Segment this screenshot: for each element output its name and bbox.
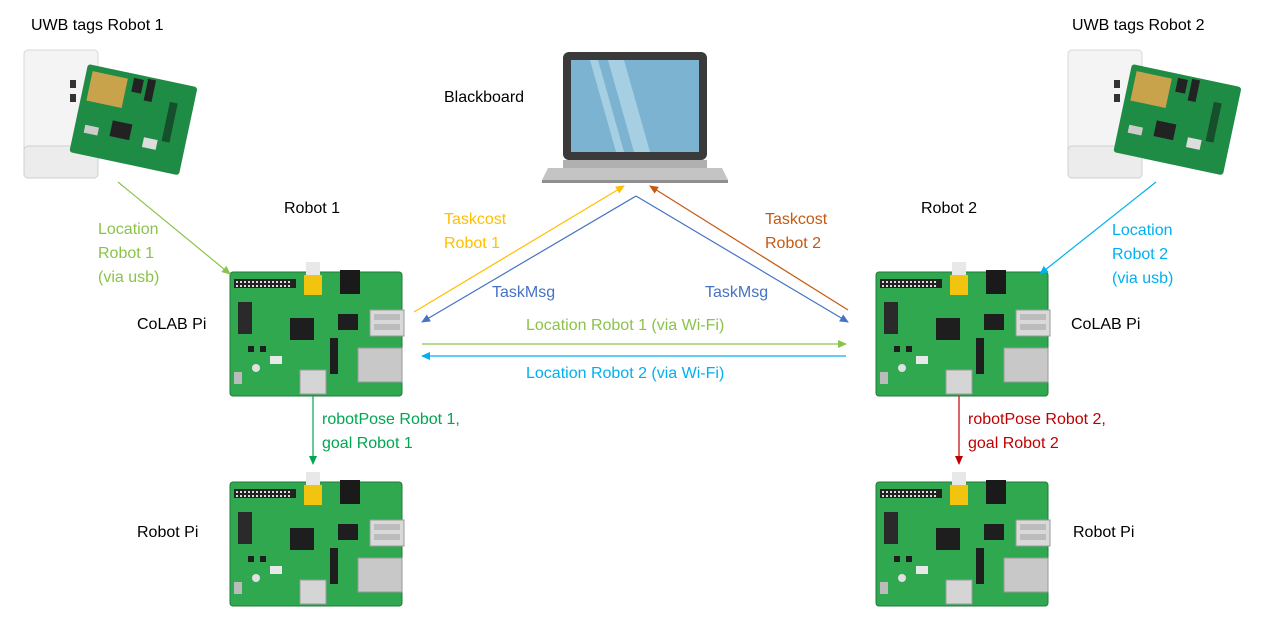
- arrow-location-robot2-usb: [1039, 181, 1157, 275]
- robot-pi-robot1-board-icon: [229, 471, 405, 607]
- taskcost-robot1-label: Taskcost Robot 1: [444, 211, 507, 252]
- laptop-icon: [542, 52, 728, 183]
- robotpose-robot2-label: robotPose Robot 2, goal Robot 2: [968, 411, 1106, 452]
- taskcost-robot2-label: Taskcost Robot 2: [765, 211, 828, 252]
- uwb-tag-robot1-icon: [23, 49, 199, 179]
- uwb-tag-robot2-icon: [1067, 49, 1243, 179]
- robot-pi-robot1-label: Robot Pi: [137, 524, 199, 541]
- robot-pi-robot2-label: Robot Pi: [1073, 524, 1135, 541]
- robot1-label: Robot 1: [284, 200, 341, 217]
- colab-pi-robot2-board-icon: [875, 261, 1051, 397]
- location-robot2-usb-label: Location Robot 2 (via usb): [1112, 222, 1174, 287]
- colab-pi-robot1-board-icon: [229, 261, 405, 397]
- robotpose-robot1-label: robotPose Robot 1, goal Robot 1: [322, 411, 460, 452]
- robot2-label: Robot 2: [921, 200, 978, 217]
- robot-pi-robot2-board-icon: [875, 471, 1051, 607]
- arrow-taskcost-robot2: [649, 185, 849, 311]
- arrow-taskcost-robot1: [413, 185, 625, 313]
- taskmsg-right-label: TaskMsg: [705, 284, 769, 301]
- arrow-location-robot1-usb: [117, 181, 231, 275]
- uwb-robot1-title: UWB tags Robot 1: [31, 17, 164, 34]
- colab-pi-robot1-label: CoLAB Pi: [137, 316, 207, 333]
- blackboard-label: Blackboard: [444, 89, 525, 106]
- arrow-taskmsg-left: [421, 195, 637, 323]
- location-robot1-usb-label: Location Robot 1 (via usb): [98, 221, 160, 286]
- uwb-robot2-title: UWB tags Robot 2: [1072, 17, 1205, 34]
- location-robot2-wifi-label: Location Robot 2 (via Wi-Fi): [526, 365, 725, 382]
- location-robot1-wifi-label: Location Robot 1 (via Wi-Fi): [526, 317, 725, 334]
- taskmsg-left-label: TaskMsg: [492, 284, 556, 301]
- colab-pi-robot2-label: CoLAB Pi: [1071, 316, 1141, 333]
- arrow-taskmsg-right: [635, 195, 849, 323]
